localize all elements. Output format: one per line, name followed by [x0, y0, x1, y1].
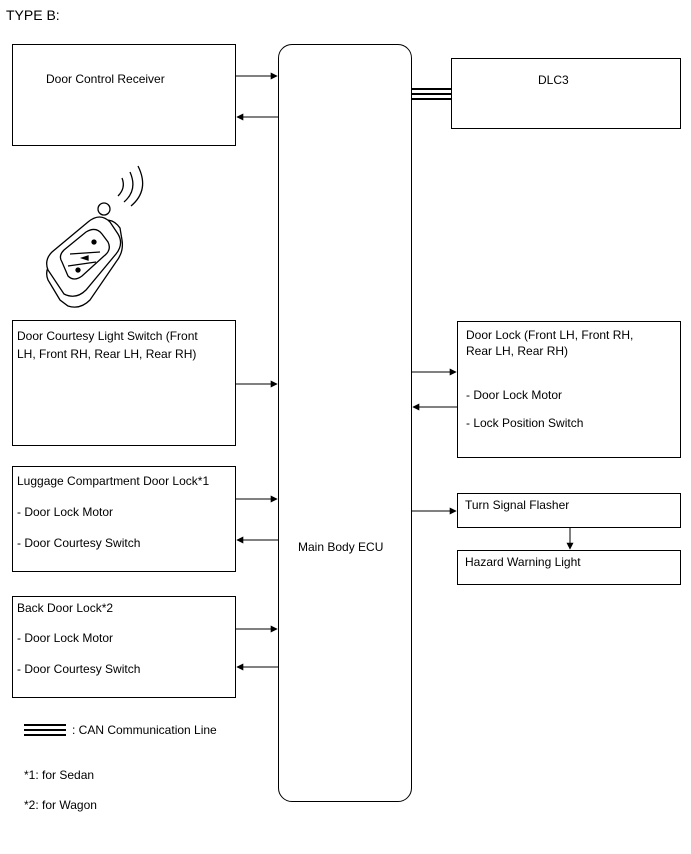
- back-door-lock-item-motor: - Door Lock Motor: [17, 631, 114, 645]
- turn-signal-flasher-label: Turn Signal Flasher: [465, 498, 570, 512]
- door-courtesy-light-switch-box: [12, 320, 236, 446]
- hazard-warning-light-box: [457, 550, 681, 585]
- door-lock-box: [457, 321, 681, 458]
- door-lock-item-position: - Lock Position Switch: [466, 416, 584, 430]
- turn-signal-flasher-box: [457, 493, 681, 528]
- legend-can-line-label: : CAN Communication Line: [72, 723, 217, 737]
- can-line-legend-symbol: [24, 724, 66, 736]
- footnote-wagon: *2: for Wagon: [24, 798, 97, 812]
- main-body-ecu-block: [278, 44, 412, 802]
- back-door-lock-box: [12, 596, 236, 698]
- door-courtesy-light-switch-line2: LH, Front RH, Rear LH, Rear RH): [17, 347, 197, 361]
- door-control-receiver-label: Door Control Receiver: [46, 72, 165, 86]
- back-door-lock-title: Back Door Lock*2: [17, 601, 114, 615]
- luggage-lock-title: Luggage Compartment Door Lock*1: [17, 474, 210, 488]
- page-title: TYPE B:: [6, 7, 60, 23]
- door-control-receiver-box: [12, 44, 236, 146]
- back-door-lock-item-courtesy: - Door Courtesy Switch: [17, 662, 141, 676]
- door-courtesy-light-switch-line1: Door Courtesy Light Switch (Front: [17, 329, 198, 343]
- luggage-compartment-door-lock-box: [12, 466, 236, 572]
- dlc3-label: DLC3: [538, 73, 569, 87]
- luggage-lock-item-courtesy: - Door Courtesy Switch: [17, 536, 141, 550]
- footnote-sedan: *1: for Sedan: [24, 768, 95, 782]
- door-lock-line2: Rear LH, Rear RH): [466, 344, 569, 358]
- dlc3-box: [451, 58, 681, 129]
- main-body-ecu-label: Main Body ECU: [298, 540, 384, 554]
- can-line-ecu-dlc3: [412, 88, 451, 100]
- hazard-warning-light-label: Hazard Warning Light: [465, 555, 581, 569]
- luggage-lock-item-motor: - Door Lock Motor: [17, 505, 114, 519]
- key-fob-icon: [46, 165, 144, 308]
- door-lock-line1: Door Lock (Front LH, Front RH,: [466, 328, 634, 342]
- door-lock-item-motor: - Door Lock Motor: [466, 388, 563, 402]
